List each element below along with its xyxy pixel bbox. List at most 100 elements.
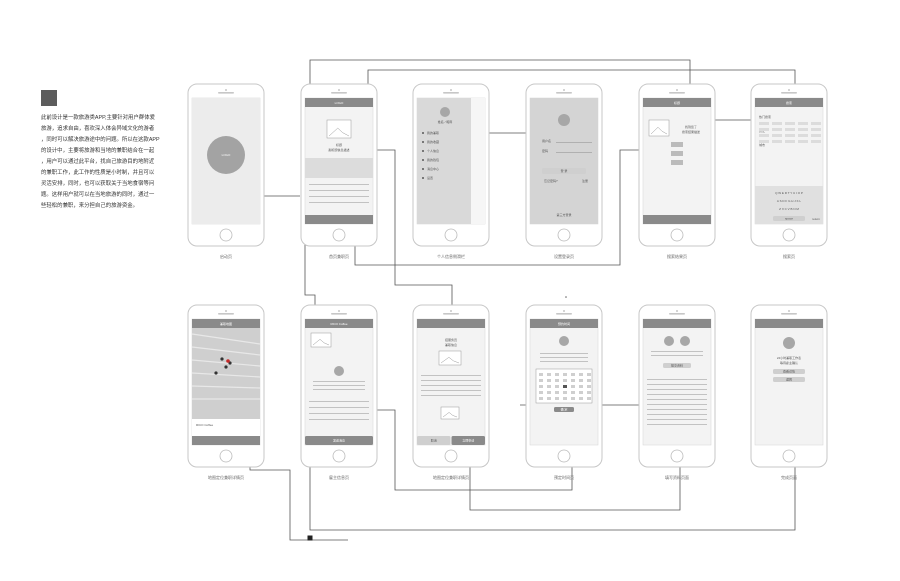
- text-line: [309, 196, 369, 197]
- nav-bar: [305, 319, 373, 328]
- map-road: [191, 346, 261, 356]
- tag-chip: [759, 140, 769, 143]
- main-peek: [471, 98, 485, 224]
- speaker-slot: [443, 92, 459, 94]
- keyboard-row: Z X C V B N M: [779, 207, 799, 211]
- action-button: [554, 407, 574, 412]
- text-line: [540, 353, 588, 354]
- home-button: [557, 449, 571, 463]
- keyboard-row: Q W E R T Y U I O P: [775, 191, 803, 195]
- calendar-day: [579, 391, 583, 394]
- action-button: [542, 168, 586, 174]
- camera-dot: [338, 89, 340, 91]
- speaker-slot: [218, 313, 234, 315]
- field-label: 用户名: [542, 138, 551, 143]
- speaker-slot: [781, 313, 797, 315]
- image-glyph: [440, 356, 460, 364]
- tag-chip: [772, 122, 782, 125]
- calendar-day: [563, 385, 567, 388]
- text-line: [421, 390, 481, 391]
- nav-bar: [643, 98, 711, 107]
- tag-chip: [785, 128, 795, 131]
- tag-chip: [798, 128, 808, 131]
- text-line: [309, 202, 369, 203]
- map-road: [191, 385, 261, 389]
- button-label: 取消: [431, 438, 437, 443]
- text-line: [309, 407, 369, 408]
- nav-bar: [192, 319, 260, 328]
- result-thumb: [671, 151, 683, 156]
- done-status: 等待雇主确认: [780, 360, 798, 365]
- text-line: [647, 384, 707, 385]
- tag-chip: [759, 128, 769, 131]
- text-line: [309, 190, 369, 191]
- text-line: [647, 414, 707, 415]
- menu-item: 我的钱包: [427, 157, 439, 162]
- screen-caption: 地图定位兼职详情页: [433, 474, 469, 480]
- camera-dot: [225, 89, 227, 91]
- tag-chip: [772, 134, 782, 137]
- camera-dot: [450, 310, 452, 312]
- text-line: [313, 381, 365, 382]
- menu-icon: [422, 141, 424, 143]
- text-line: [421, 395, 481, 396]
- nav-title: 兼职地图: [220, 321, 232, 326]
- nav-bar: [755, 98, 823, 107]
- calendar-day: [539, 379, 543, 382]
- button-label: space: [785, 217, 793, 221]
- calendar-day: [587, 373, 591, 376]
- job-title: 招服务员: [445, 337, 457, 342]
- text-line: [647, 379, 707, 380]
- calendar-day: [587, 385, 591, 388]
- return-key: return: [812, 217, 820, 221]
- tag-chip: [811, 128, 821, 131]
- register-link: 注册: [582, 178, 588, 183]
- field-label: 密码: [542, 148, 548, 153]
- card-title: 标题: [336, 142, 342, 147]
- place-name: RICO Coffee: [196, 423, 213, 427]
- avatar-icon: [558, 114, 570, 126]
- image-glyph: [328, 127, 350, 137]
- calendar-day: [579, 385, 583, 388]
- tag-chip: [772, 140, 782, 143]
- camera-dot: [563, 89, 565, 91]
- action-button: [773, 377, 805, 382]
- image-banner: [305, 158, 373, 178]
- tab-bar: [305, 215, 373, 224]
- action-button: [773, 216, 805, 221]
- text-line: [647, 399, 707, 400]
- screen-caption: 预定时间页: [554, 474, 574, 480]
- camera-dot: [338, 310, 340, 312]
- map-road: [191, 359, 261, 367]
- calendar-day: [539, 373, 543, 376]
- image-glyph: [312, 338, 330, 346]
- button-label: 确 定: [561, 407, 568, 412]
- calendar-day: [539, 391, 543, 394]
- place-card: [192, 419, 260, 436]
- menu-item: 我的收藏: [427, 139, 439, 144]
- calendar-day: [579, 397, 583, 400]
- speaker-slot: [781, 92, 797, 94]
- action-button: [305, 436, 373, 445]
- camera-dot: [563, 310, 565, 312]
- screen-area: [642, 318, 712, 446]
- calendar-day: [571, 373, 575, 376]
- screen-caption: 填写资料页面: [665, 474, 689, 480]
- tab-bar: [643, 215, 711, 224]
- speaker-slot: [556, 313, 572, 315]
- result-thumb: [671, 142, 683, 147]
- nav-title: LOGO: [335, 101, 344, 105]
- action-button: [663, 363, 691, 368]
- flow-connector: [354, 149, 650, 266]
- text-line: [647, 409, 707, 410]
- tag-chip: [798, 134, 808, 137]
- tag-chip: [811, 122, 821, 125]
- screen-area: [416, 318, 486, 446]
- intro-line: 些轻松的兼职，来分担自己的旅游资金。: [41, 203, 139, 209]
- menu-icon: [422, 159, 424, 161]
- home-button: [444, 228, 458, 242]
